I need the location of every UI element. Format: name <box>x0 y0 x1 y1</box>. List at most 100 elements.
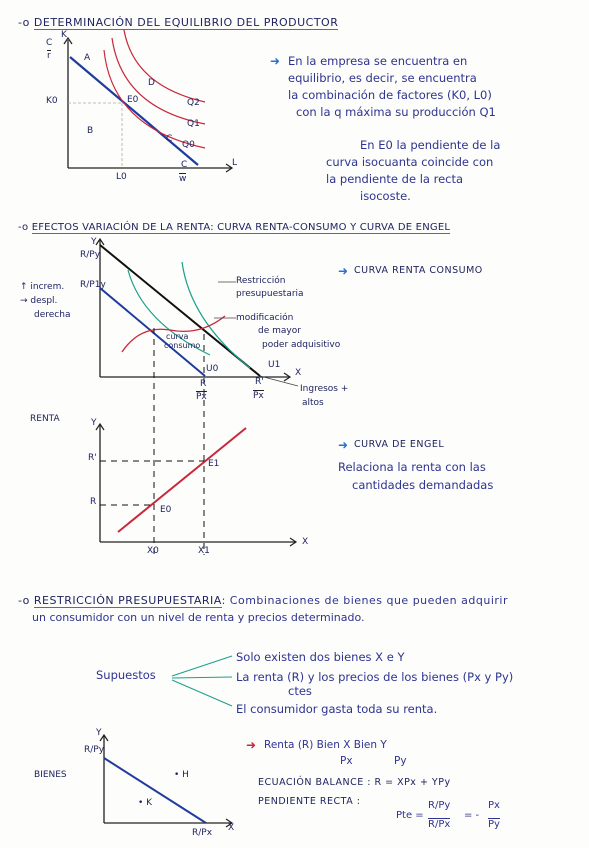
renta-bienes-line: Renta (R) Bien X Bien Y <box>264 739 387 751</box>
r-px-num: R <box>200 379 207 389</box>
x0-label: X0 <box>147 546 159 556</box>
l0-label: L0 <box>116 172 127 182</box>
c-over-w-den: w <box>179 173 187 184</box>
q0-label: Q0 <box>182 140 195 150</box>
point-c: C <box>166 134 173 144</box>
axis-y-label: Y <box>91 237 97 247</box>
note1-line4: con la q máxima su producción Q1 <box>296 105 496 119</box>
frac2-num: Px <box>488 800 500 811</box>
budget-line-0 <box>99 287 206 377</box>
derecha-label: derecha <box>34 310 71 320</box>
u1-label: U1 <box>268 360 281 370</box>
k0-label: K0 <box>46 96 58 106</box>
ingresos-1: Ingresos + <box>300 384 349 394</box>
section3-title: -o RESTRICCIÓN PRESUPUESTARIA: Combinaci… <box>18 594 508 608</box>
renta-label: RENTA <box>30 414 60 424</box>
curva-engel-label: CURVA DE ENGEL <box>354 439 445 450</box>
engel-note-line2: cantidades demandadas <box>352 478 494 492</box>
k-axis-label: K <box>61 30 67 40</box>
c-over-r-num: C <box>46 38 53 48</box>
note1-line1: En la empresa se encuentra en <box>288 54 468 68</box>
c-over-w-num: C <box>181 160 188 170</box>
note1-line2: equilibrio, es decir, se encuentra <box>288 71 477 85</box>
u0-label: U0 <box>206 364 219 374</box>
frac1-den: R/Px <box>428 818 451 830</box>
curva-renta-consumo-label: CURVA RENTA CONSUMO <box>354 265 483 276</box>
arrow-icon: ➜ <box>338 438 349 452</box>
bullet: -o <box>18 222 32 233</box>
budget-line <box>103 757 207 824</box>
ecuacion-label: ECUACIÓN BALANCE : R = XPx + YPy <box>258 777 451 788</box>
budget-r-py: R/Py <box>84 745 105 755</box>
l-axis-label: L <box>232 158 238 168</box>
supuesto-3: El consumidor gasta toda su renta. <box>236 702 438 716</box>
note1-line3: la combinación de factores (K0, L0) <box>288 88 492 102</box>
section3-title-text: RESTRICCIÓN PRESUPUESTARIA <box>33 594 222 608</box>
supuesto-2: La renta (R) y los precios de los bienes… <box>236 670 514 684</box>
c-over-r-den: r <box>47 50 51 61</box>
axis-y2-label: Y <box>91 418 97 428</box>
q2-label: Q2 <box>187 98 200 108</box>
eq-label: = - <box>464 810 480 821</box>
e0-label: E0 <box>160 505 172 515</box>
bullet: -o <box>18 16 34 29</box>
poder-label: poder adquisitivo <box>262 340 341 350</box>
engel-curve <box>117 427 247 533</box>
r-py-label: R/Py <box>80 250 101 260</box>
bullet: -o <box>18 594 34 607</box>
engel-note-line1: Relaciona la renta con las <box>338 460 486 474</box>
supuesto-2b: ctes <box>288 684 312 698</box>
note2-line4: isocoste. <box>360 189 411 203</box>
px-label: Px <box>340 755 353 767</box>
r-px-den: Px <box>196 391 207 402</box>
budget-axis-y: Y <box>96 728 102 738</box>
pendiente-label: PENDIENTE RECTA : <box>258 796 361 807</box>
isoquant-q1 <box>111 37 206 125</box>
note2-line3: la pendiente de la recta <box>326 172 464 186</box>
restriccion-label: Restricción <box>236 276 286 286</box>
increm-label: ↑ increm. <box>20 282 65 292</box>
axis-x2-label: X <box>302 537 309 547</box>
frac2-den: Py <box>488 818 500 830</box>
bienes-label: BIENES <box>34 770 67 780</box>
section2-title-text: EFECTOS VARIACIÓN DE LA RENTA: CURVA REN… <box>31 222 451 234</box>
budget-line-1 <box>99 244 261 377</box>
point-d: D <box>148 78 155 88</box>
r-label: R <box>90 497 97 507</box>
note2-line1: En E0 la pendiente de la <box>360 138 501 152</box>
axis-x-label: X <box>295 368 302 378</box>
supuestos-label: Supuestos <box>96 668 156 682</box>
budget-r-px: R/Px <box>192 828 213 838</box>
q1-label: Q1 <box>187 119 200 129</box>
pte-label: Pte = <box>396 810 424 821</box>
point-k: • K <box>138 798 153 808</box>
isocost-line <box>69 56 199 166</box>
desplaz-label: → despl. <box>20 296 58 306</box>
budget-axis-x: X <box>228 823 235 833</box>
ingresos-2: altos <box>302 398 324 408</box>
arrow-icon: ➜ <box>338 264 349 278</box>
presupuestaria-label: presupuestaria <box>236 289 304 299</box>
r1-py-label: R/P1y <box>80 280 106 290</box>
point-b: B <box>87 126 94 136</box>
section3-title-rest: : Combinaciones de bienes que pueden adq… <box>221 594 508 607</box>
supuesto-1: Solo existen dos bienes X e Y <box>236 650 405 664</box>
isoquant-q2 <box>123 29 206 103</box>
r-prime-label: R' <box>88 453 97 463</box>
r1-px-den: Px <box>253 390 264 401</box>
e1-label: E1 <box>208 459 220 469</box>
curva-consumo-1: curva <box>166 332 189 341</box>
frac1-num: R/Py <box>428 800 451 811</box>
section2-title: -o EFECTOS VARIACIÓN DE LA RENTA: CURVA … <box>18 222 451 234</box>
note2-line2: curva isocuanta coincide con <box>326 155 494 169</box>
section3-line2: un consumidor con un nivel de renta y pr… <box>32 611 365 624</box>
point-e0: E0 <box>127 95 139 105</box>
x1-label: X1 <box>198 546 210 556</box>
arrow-icon: ➜ <box>270 54 281 68</box>
r1-px-num: R' <box>255 377 264 387</box>
point-h: • H <box>174 770 189 780</box>
py-label: Py <box>394 755 407 767</box>
arrow-icon: ➜ <box>246 738 257 752</box>
section1-title-text: DETERMINACIÓN DEL EQUILIBRIO DEL PRODUCT… <box>33 16 339 30</box>
de-mayor-label: de mayor <box>258 326 301 336</box>
